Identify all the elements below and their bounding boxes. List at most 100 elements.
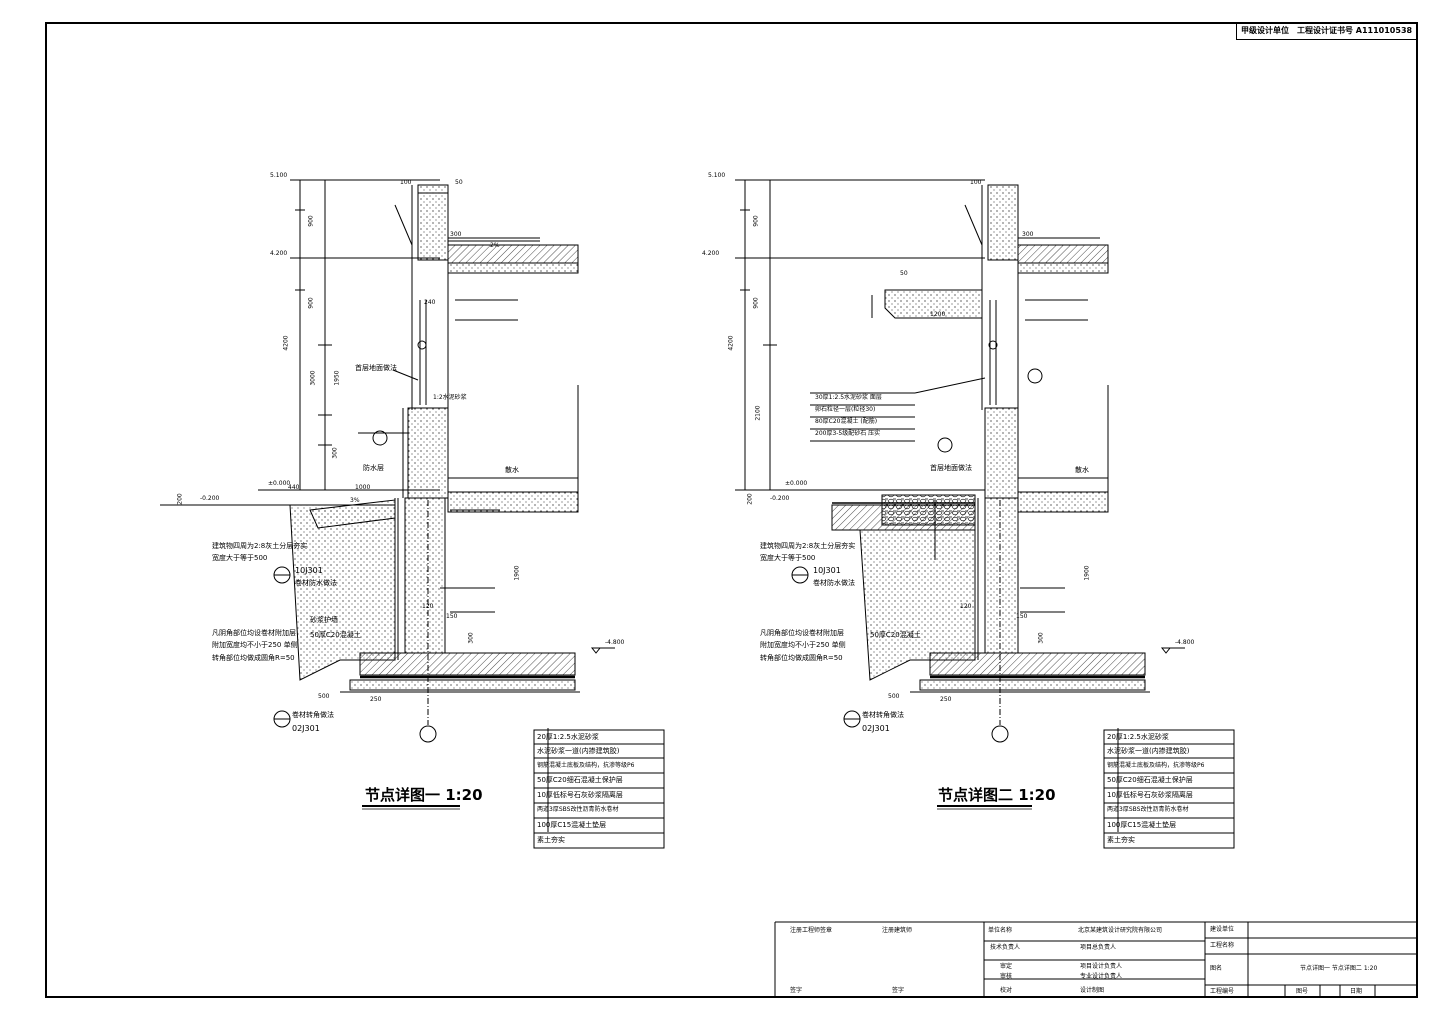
d2-note-0: 建筑物四周为2:8灰土分层夯实 [760, 542, 856, 550]
d1-ref-10j: 10J301 [295, 566, 323, 575]
d2-dim-v3: 2100 [754, 405, 762, 421]
d1-dim-v1: 900 [307, 297, 315, 309]
d2-dim-h1: 50 [900, 270, 908, 277]
tb-row2-left: 审核 [1000, 973, 1013, 980]
d1-dim-h7: 250 [370, 696, 382, 703]
d2-dim-v6: 200 [746, 493, 754, 505]
tb-row3-right: 设计制图 [1080, 987, 1105, 994]
d1-layer-4: 10厚低标号石灰砂浆隔离层 [537, 791, 623, 799]
d1-dim-h2: 300 [450, 231, 462, 238]
d1-dim-h10: 3% [350, 497, 360, 504]
d1-note-6: 砂浆护墙 [310, 616, 338, 624]
d2-elev-ground: ±0.000 [785, 480, 808, 487]
tb-col2-label: 注册建筑师 [882, 927, 913, 934]
d1-elev-outer: -0.200 [200, 495, 220, 502]
d1-note-5: 转角部位均做成圆角R=50 [212, 654, 295, 662]
d1-dim-v7: 300 [467, 632, 475, 644]
sheet-border [45, 22, 1418, 998]
d1-dim-v3: 3000 [309, 370, 317, 386]
tb-row1-left: 审定 [1000, 963, 1013, 970]
d1-ref-10j-note: 卷材防水做法 [295, 579, 337, 587]
d2-dim-h7: 150 [1016, 613, 1028, 620]
d1-dim-v5: 300 [331, 447, 339, 459]
d2-dim-h0: 100 [970, 179, 982, 186]
cert-number: 工程设计证书号 A111010538 [1297, 26, 1413, 35]
d2-callout-0: 首层地面做法 [930, 464, 972, 472]
d2-dim-h2: 300 [1022, 231, 1034, 238]
d2-dim-h3: 1200 [930, 311, 946, 318]
tb-stamp-left: 签字 [790, 987, 803, 994]
d1-note-2: 50厚C20混凝土 [310, 631, 361, 639]
d2-note-2: 50厚C20混凝土 [870, 631, 921, 639]
d2-note-4: 附加宽度均不小于250 单侧 [760, 641, 846, 649]
d1-callout-0: 首层地面做法 [355, 364, 397, 372]
d1-title: 节点详图一 1:20 [365, 786, 483, 804]
d1-note-1: 宽度大于等于500 [212, 554, 268, 562]
d2-dim-v2: 4200 [727, 335, 735, 351]
d1-layer-1: 水泥砂浆一道(内掺建筑胶) [537, 747, 620, 755]
d1-dim-v6: 1900 [513, 565, 521, 581]
d1-dim-v2: 4200 [282, 335, 290, 351]
d1-dim-h11: 2% [490, 242, 500, 249]
d2-dim-h6: 120 [960, 603, 972, 610]
d1-dim-h5: 440 [288, 484, 300, 491]
d1-note-4: 附加宽度均不小于250 单侧 [212, 641, 298, 649]
d1-note-3: 凡阴角部位均设卷材附加层 [212, 629, 296, 637]
d2-elev-bottom: -4.800 [1175, 639, 1195, 646]
d1-layer-3: 50厚C20细石混凝土保护层 [537, 776, 623, 784]
tb-unit-label: 单位名称 [988, 927, 1013, 934]
d2-elev-top: 5.100 [708, 172, 726, 179]
tb-right-label-3: 工程编号 [1210, 988, 1235, 995]
d2-plant-2: 80厚C20混凝土 (配筋) [815, 418, 878, 425]
d1-elev-mid: 4.200 [270, 250, 288, 257]
d1-ref-02j: 02J301 [292, 724, 320, 733]
tb-row3-left: 校对 [1000, 987, 1013, 994]
tb-drawing-name: 节点详图一 节点详图二 1:20 [1300, 965, 1378, 972]
d2-ref-02j: 02J301 [862, 724, 890, 733]
tb-row2-right: 专业设计负责人 [1080, 973, 1123, 980]
d2-plant-0: 30厚1:2.5水泥砂浆 面层 [815, 394, 882, 401]
d2-layer-7: 素土夯实 [1107, 836, 1135, 844]
tb-row0-left: 技术负责人 [990, 944, 1021, 951]
d2-callout-1: 散水 [1075, 466, 1089, 474]
d2-layer-6: 100厚C15混凝土垫层 [1107, 821, 1177, 829]
d1-elev-bottom: -4.800 [605, 639, 625, 646]
d1-ref-02j-note: 卷材转角做法 [292, 711, 334, 719]
d2-elev-outer: -0.200 [770, 495, 790, 502]
d2-note-1: 宽度大于等于500 [760, 554, 816, 562]
tb-drawing-no-label: 图号 [1296, 988, 1309, 995]
tb-row1-right: 项目设计负责人 [1080, 963, 1123, 970]
tb-unit-name: 北京某建筑设计研究院有限公司 [1078, 927, 1163, 934]
d2-layer-0: 20厚1:2.5水泥砂浆 [1107, 733, 1169, 741]
d2-dim-h5: 250 [940, 696, 952, 703]
d2-layer-1: 水泥砂浆一道(内掺建筑胶) [1107, 747, 1190, 755]
d2-layer-5: 两道3厚SBS改性沥青防水卷材 [1107, 806, 1189, 813]
tb-stamp-right: 签字 [892, 987, 905, 994]
d2-dim-v5: 300 [1037, 632, 1045, 644]
cert-block: 甲级设计单位 工程设计证书号 A111010538 [1236, 22, 1418, 40]
d1-dim-h6: 500 [318, 693, 330, 700]
d1-layer-2: 钢筋混凝土底板及结构，抗渗等级P6 [537, 762, 635, 769]
d1-dim-v0: 900 [307, 215, 315, 227]
d2-ref-02j-note: 卷材转角做法 [862, 711, 904, 719]
cert-unit: 甲级设计单位 [1241, 26, 1289, 35]
tb-right-label-2: 图名 [1210, 965, 1223, 972]
d2-elev-mid: 4.200 [702, 250, 720, 257]
d1-elev-ground: ±0.000 [268, 480, 291, 487]
d1-dim-v4: 1950 [333, 370, 341, 386]
tb-right-label-1: 工程名称 [1210, 942, 1235, 949]
d1-dim-h4: 1000 [355, 484, 371, 491]
d2-plant-3: 200厚3-5级配砂石 压实 [815, 430, 881, 437]
d1-callout-1: 散水 [505, 466, 519, 474]
d2-dim-v4: 1900 [1083, 565, 1091, 581]
d1-dim-h8: 120 [422, 603, 434, 610]
d1-layer-7: 素土夯实 [537, 836, 565, 844]
d2-dim-v0: 900 [752, 215, 760, 227]
d2-title: 节点详图二 1:20 [938, 786, 1056, 804]
d2-layer-4: 10厚低标号石灰砂浆隔离层 [1107, 791, 1193, 799]
d1-layer-6: 100厚C15混凝土垫层 [537, 821, 607, 829]
d1-layer-0: 20厚1:2.5水泥砂浆 [537, 733, 599, 741]
d1-callout-2: 防水层 [363, 464, 384, 472]
tb-row0-right: 项目总负责人 [1080, 944, 1117, 951]
